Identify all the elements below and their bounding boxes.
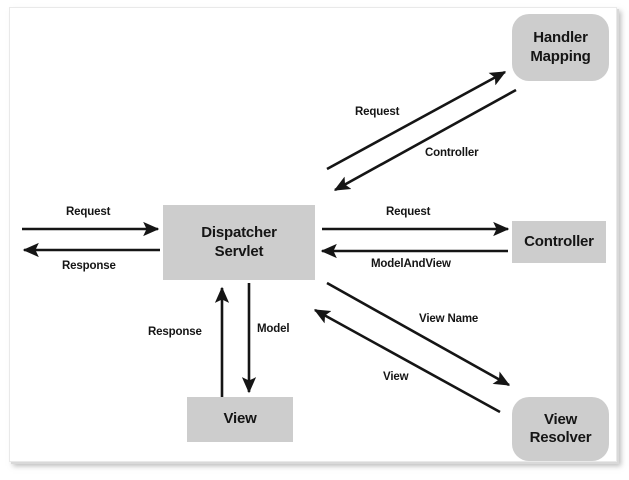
node-controller[interactable]: Controller (512, 221, 606, 263)
node-handler-mapping[interactable]: Handler Mapping (512, 14, 609, 81)
edge-label-request-handler-mapping: Request (355, 106, 400, 118)
node-view-label: View (223, 410, 257, 428)
arrow-controller-return (333, 88, 517, 192)
edge-label-view-return: View (383, 371, 409, 383)
node-view[interactable]: View (187, 397, 293, 442)
node-dispatcher-servlet-line2: Servlet (214, 242, 264, 260)
node-view-resolver-line1: View (543, 410, 578, 428)
node-view-resolver-line2: Resolver (529, 429, 592, 446)
arrow-view-return (313, 308, 501, 414)
node-view-resolver[interactable]: View Resolver (512, 397, 609, 461)
edge-label-response-out: Response (62, 260, 116, 272)
edge-label-modelandview: ModelAndView (371, 258, 451, 270)
arrow-request-handler-mapping (326, 70, 507, 171)
edge-label-view-name: View Name (419, 313, 479, 325)
node-controller-label: Controller (524, 232, 594, 250)
edge-label-request-in: Request (66, 206, 111, 218)
arrow-view-name (326, 281, 511, 387)
edge-label-controller-return: Controller (425, 147, 479, 159)
node-handler-mapping-line2: Mapping (530, 47, 591, 65)
edge-label-request-controller: Request (386, 206, 431, 218)
node-handler-mapping-line1: Handler (533, 29, 588, 47)
node-dispatcher-servlet-line1: Dispatcher (201, 224, 277, 242)
node-dispatcher-servlet[interactable]: Dispatcher Servlet (163, 205, 315, 280)
edge-label-response-view: Response (148, 326, 202, 338)
edge-label-model: Model (257, 323, 290, 335)
